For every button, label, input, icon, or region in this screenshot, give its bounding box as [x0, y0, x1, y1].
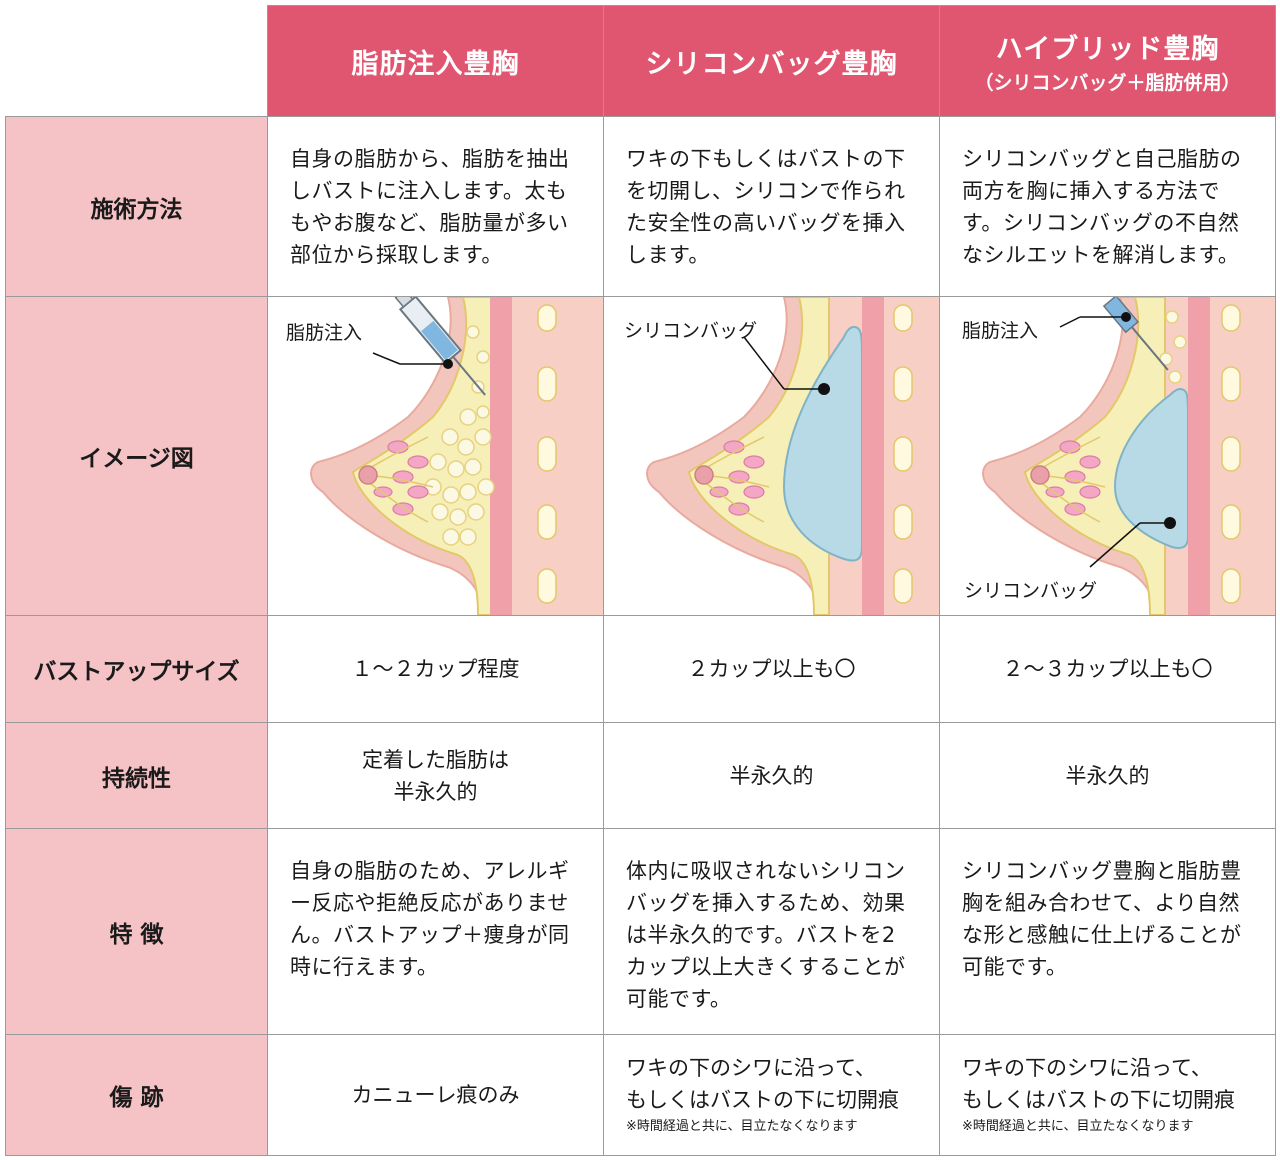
breast-silicone-illustration: シリコンバッグ	[624, 297, 939, 615]
callout-fat-injection: 脂肪注入	[286, 322, 362, 344]
cell-text: 体内に吸収されないシリコンバッグを挿入するため、効果は半永久的です。バストを2カ…	[626, 859, 906, 1011]
cell-text: シリコンバッグと自己脂肪の両方を胸に挿入する方法です。シリコンバッグの不自然なシ…	[962, 147, 1242, 267]
scar-cell-hybrid: ワキの下のシワに沿って、 もしくはバストの下に切開痕 ※時間経過と共に、目立たな…	[939, 1034, 1276, 1156]
header-fat-injection: 脂肪注入豊胸	[267, 5, 604, 117]
row-label-text: 特 徴	[109, 921, 164, 948]
scar-note: ※時間経過と共に、目立たなくなります	[626, 1119, 858, 1134]
cell-text-line: ワキの下のシワに沿って、	[962, 1056, 1212, 1080]
row-label-text: 施術方法	[90, 196, 183, 223]
row-label-text: バストアップサイズ	[33, 659, 240, 685]
features-cell-fat: 自身の脂肪のため、アレルギー反応や拒絶反応がありません。バストアップ＋痩身が同時…	[267, 828, 604, 1035]
cell-text-line: 半永久的	[393, 779, 478, 804]
header-title: ハイブリッド豊胸	[995, 34, 1220, 65]
illustration-fat-injection: 脂肪注入	[267, 296, 604, 616]
size-cell-fat: １～２カップ程度	[267, 615, 604, 723]
scar-cell-silicone: ワキの下のシワに沿って、 もしくはバストの下に切開痕 ※時間経過と共に、目立たな…	[603, 1034, 940, 1156]
row-label-scar: 傷 跡	[5, 1034, 268, 1156]
durability-cell-fat: 定着した脂肪は 半永久的	[267, 722, 604, 829]
cell-text: ２カップ以上も〇	[687, 657, 856, 681]
header-title: シリコンバッグ豊胸	[645, 48, 898, 80]
header-silicone: シリコンバッグ豊胸	[603, 5, 940, 117]
cell-text-line: 定着した脂肪は	[362, 747, 509, 772]
row-label-durability: 持続性	[5, 722, 268, 829]
cell-text: カニューレ痕のみ	[351, 1083, 520, 1107]
callout-silicone: シリコンバッグ	[624, 320, 757, 342]
cell-text: １～２カップ程度	[351, 657, 520, 681]
breast-fat-injection-illustration: 脂肪注入	[286, 297, 603, 615]
features-cell-hybrid: シリコンバッグ豊胸と脂肪豊胸を組み合わせて、より自然な形と感触に仕上げることが可…	[939, 828, 1276, 1035]
durability-cell-silicone: 半永久的	[603, 722, 940, 829]
row-label-image: イメージ図	[5, 296, 268, 616]
cell-text: 半永久的	[1065, 763, 1150, 788]
cell-text-line: もしくはバストの下に切開痕	[962, 1088, 1235, 1112]
method-cell-fat: 自身の脂肪から、脂肪を抽出しバストに注入します。太ももやお腹など、脂肪量が多い部…	[267, 116, 604, 297]
cell-text: 自身の脂肪のため、アレルギー反応や拒絶反応がありません。バストアップ＋痩身が同時…	[290, 859, 570, 979]
row-label-text: 持続性	[102, 765, 171, 792]
row-label-features: 特 徴	[5, 828, 268, 1035]
row-label-text: イメージ図	[79, 446, 194, 472]
breast-hybrid-illustration: 脂肪注入 シリコンバッグ	[962, 297, 1275, 615]
row-label-text: 傷 跡	[109, 1085, 164, 1111]
illustration-hybrid: 脂肪注入 シリコンバッグ	[939, 296, 1276, 616]
durability-cell-hybrid: 半永久的	[939, 722, 1276, 829]
features-cell-silicone: 体内に吸収されないシリコンバッグを挿入するため、効果は半永久的です。バストを2カ…	[603, 828, 940, 1035]
method-cell-silicone: ワキの下もしくはバストの下を切開し、シリコンで作られた安全性の高いバッグを挿入し…	[603, 116, 940, 297]
size-cell-silicone: ２カップ以上も〇	[603, 615, 940, 723]
cell-text-line: ワキの下のシワに沿って、	[626, 1056, 876, 1080]
cell-text: 半永久的	[729, 763, 814, 788]
scar-note: ※時間経過と共に、目立たなくなります	[962, 1119, 1194, 1134]
method-cell-hybrid: シリコンバッグと自己脂肪の両方を胸に挿入する方法です。シリコンバッグの不自然なシ…	[939, 116, 1276, 297]
illustration-silicone: シリコンバッグ	[603, 296, 940, 616]
header-hybrid: ハイブリッド豊胸 （シリコンバッグ＋脂肪併用）	[939, 5, 1276, 117]
row-label-size: バストアップサイズ	[5, 615, 268, 723]
callout-fat-injection: 脂肪注入	[962, 320, 1038, 342]
cell-text-line: もしくはバストの下に切開痕	[626, 1088, 899, 1112]
row-label-method: 施術方法	[5, 116, 268, 297]
scar-cell-fat: カニューレ痕のみ	[267, 1034, 604, 1156]
header-subtitle: （シリコンバッグ＋脂肪併用）	[974, 72, 1241, 94]
callout-silicone: シリコンバッグ	[964, 580, 1097, 602]
cell-text: ワキの下もしくはバストの下を切開し、シリコンで作られた安全性の高いバッグを挿入し…	[626, 147, 906, 267]
cell-text: シリコンバッグ豊胸と脂肪豊胸を組み合わせて、より自然な形と感触に仕上げることが可…	[962, 859, 1242, 979]
cell-text: ２～３カップ以上も〇	[1002, 657, 1213, 681]
size-cell-hybrid: ２～３カップ以上も〇	[939, 615, 1276, 723]
cell-text: 自身の脂肪から、脂肪を抽出しバストに注入します。太ももやお腹など、脂肪量が多い部…	[290, 147, 570, 267]
header-title: 脂肪注入豊胸	[351, 48, 520, 80]
